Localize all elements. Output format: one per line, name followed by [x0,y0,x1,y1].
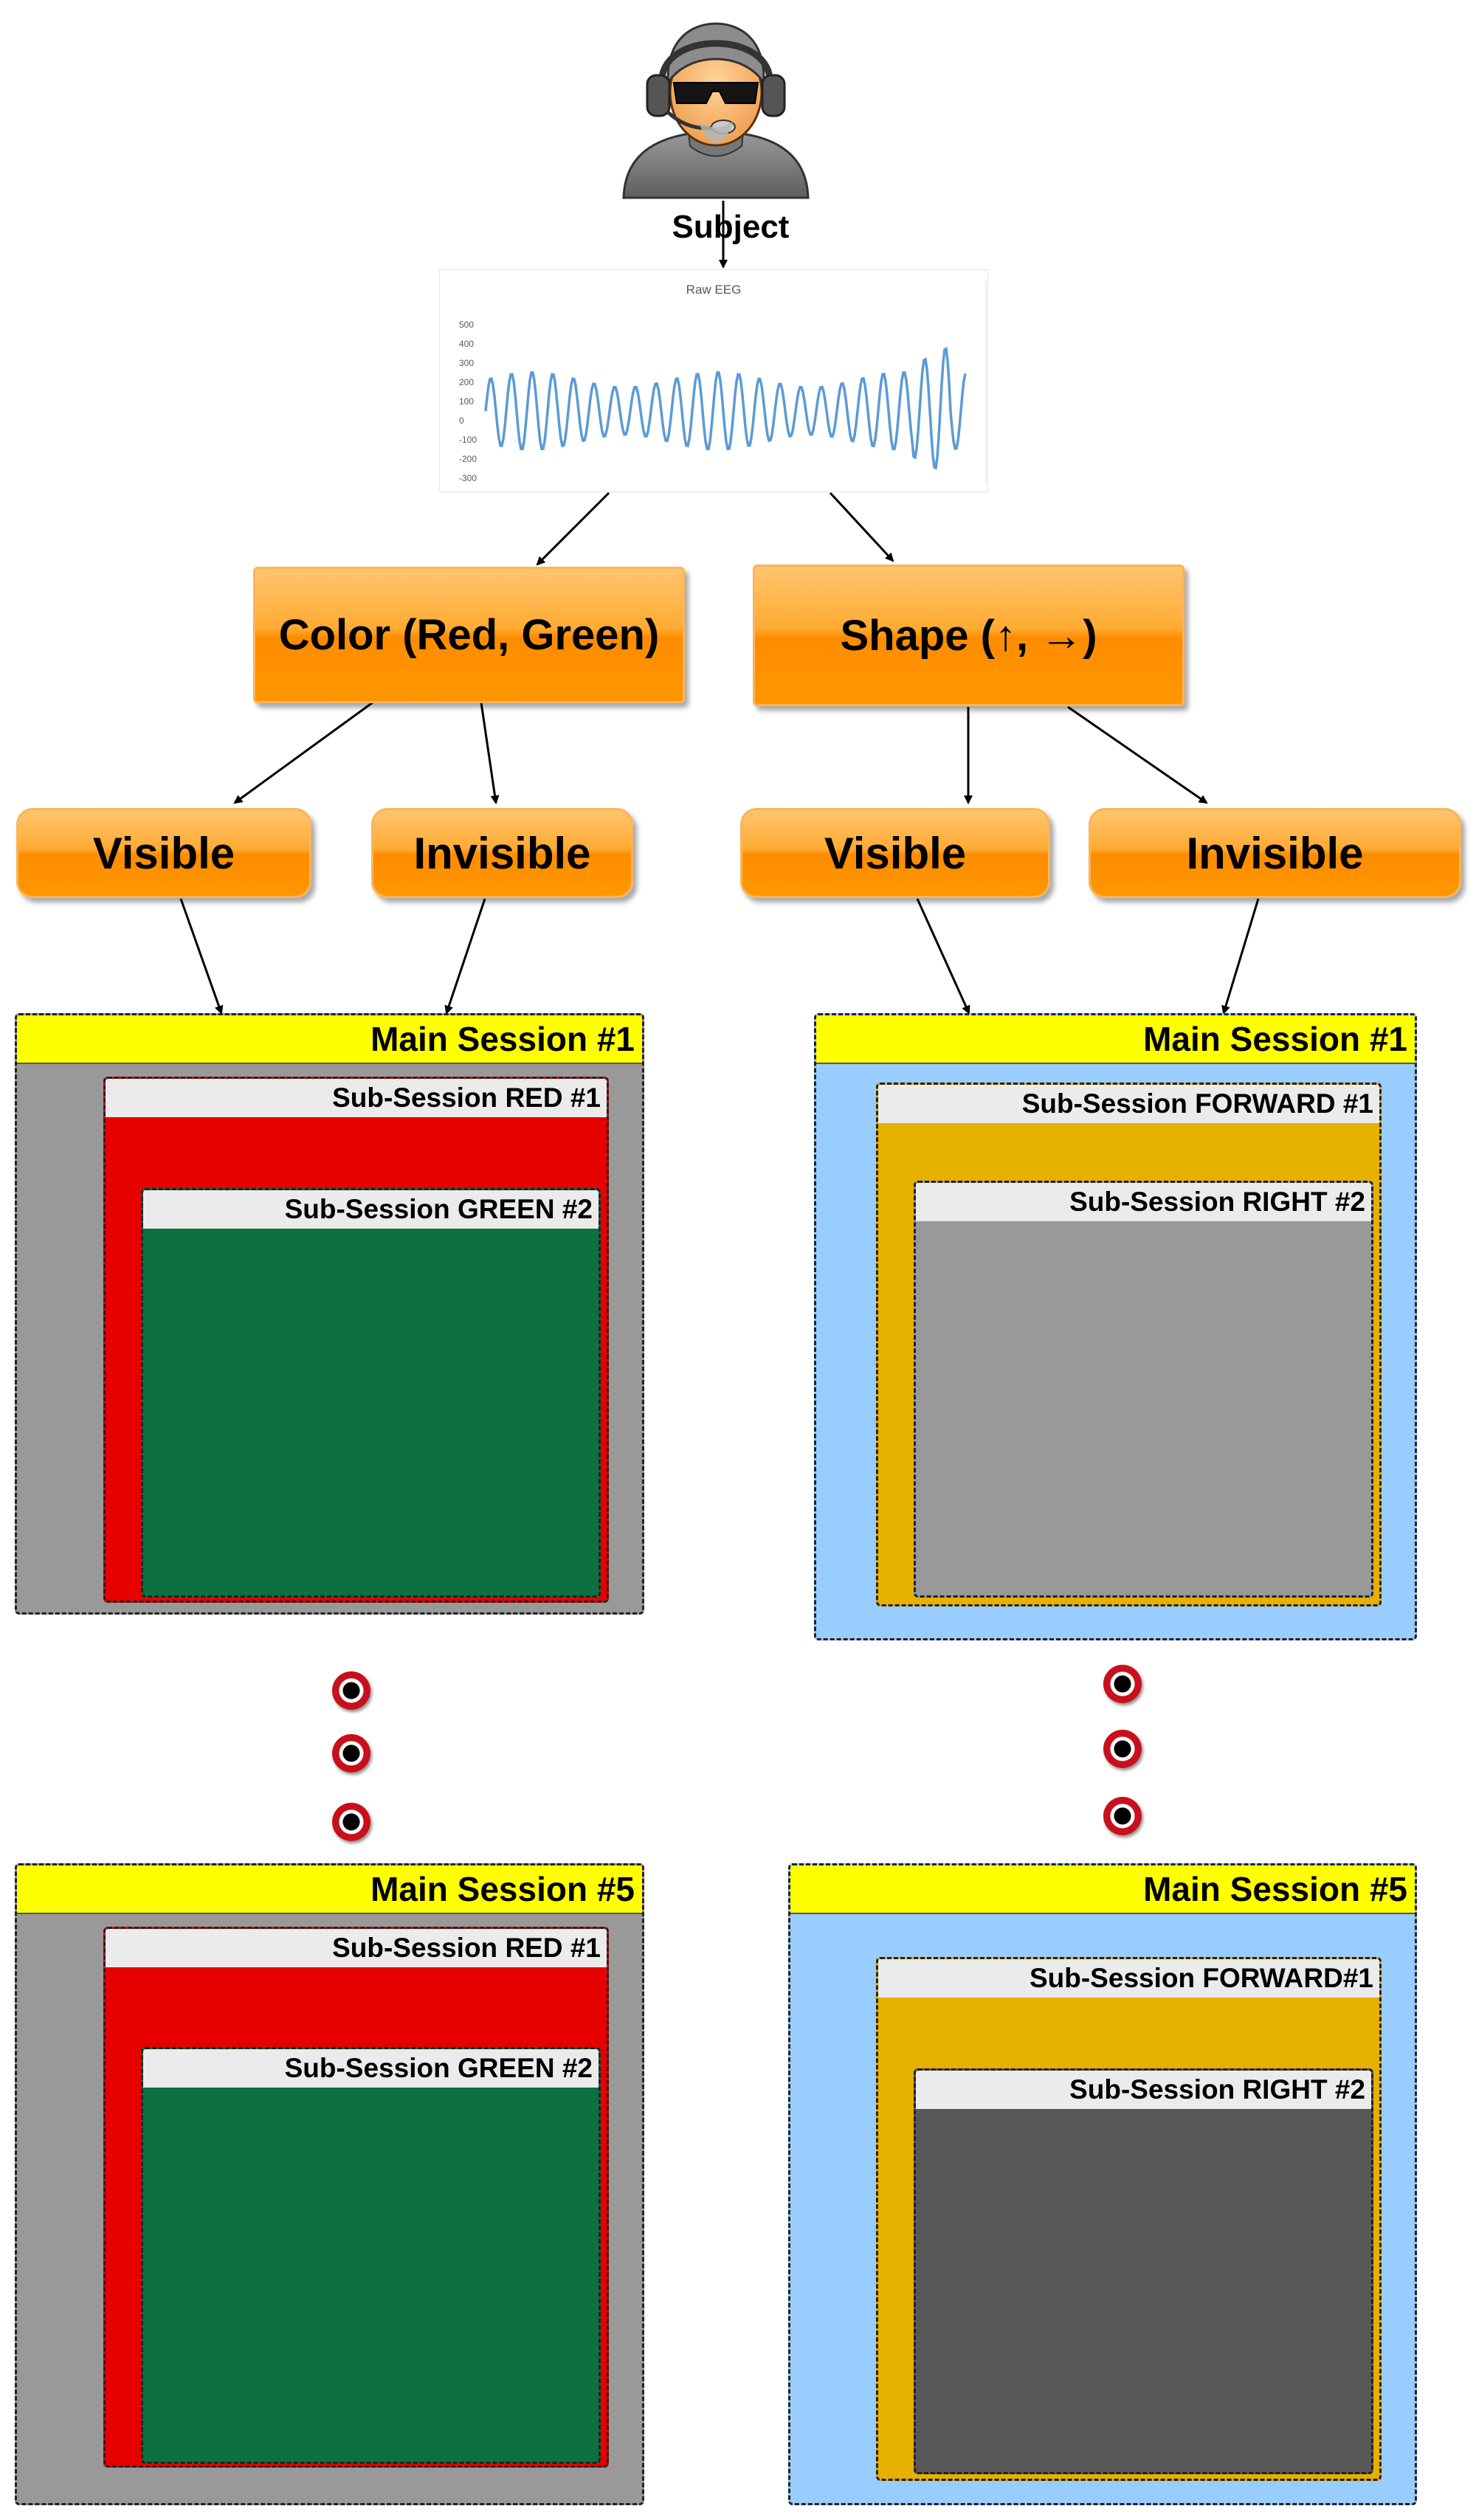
shape-category-label: Shape (↑, →) [840,611,1097,660]
arrow-shape-invisible [1067,705,1208,804]
sub-session-green-2: Sub-Session GREEN #2 [141,1188,601,1598]
raw-eeg-chart: Raw EEG 500 400 300 200 100 0 -100 -200 -300 [439,269,988,492]
arrow-shape-invisible-session [1221,898,1260,1015]
shape-main-session-1: Main Session #1 Sub-Session FORWARD #1 S… [814,1013,1417,1640]
sub-session-red-1: Sub-Session RED #1 Sub-Session GREEN #2 [103,1077,609,1603]
sub-session-green-2: Sub-Session GREEN #2 [141,2047,601,2464]
arrow-color-visible-session [179,898,224,1015]
color-category-box: Color (Red, Green) [253,567,685,703]
sub-session-title: Sub-Session FORWARD #1 [878,1085,1379,1123]
main-session-title: Main Session #5 [790,1865,1415,1914]
arrow-color-invisible [480,702,500,804]
eeg-chart-title: Raw EEG [686,283,742,297]
sub-session-right-2: Sub-Session RIGHT #2 [914,1181,1373,1598]
ellipsis-dot-icon [1103,1797,1142,1835]
color-category-label: Color (Red, Green) [278,611,660,659]
headset-person-icon [622,22,810,199]
sub-session-title: Sub-Session RED #1 [106,1079,607,1117]
arrow-color-visible [233,701,373,804]
sub-session-right-2: Sub-Session RIGHT #2 [914,2068,1373,2474]
sub-session-title: Sub-Session FORWARD#1 [878,1959,1379,1998]
sub-session-title: Sub-Session RIGHT #2 [916,2071,1371,2109]
ellipsis-dot-icon [1103,1730,1142,1768]
arrow-eeg-color [536,491,610,566]
sub-session-title: Sub-Session RED #1 [106,1929,607,1967]
eeg-y-tick-label: 100 [459,396,474,407]
color-visible-label: Visible [92,828,235,878]
eeg-y-tick-label: 500 [459,320,474,330]
arrow-shape-visible-session [916,898,970,1015]
color-main-session-1: Main Session #1 Sub-Session RED #1 Sub-S… [15,1013,644,1615]
eeg-y-tick-label: -100 [459,435,477,445]
color-invisible-box: Invisible [371,808,633,898]
eeg-y-tick-label: 200 [459,377,474,387]
ellipsis-dot-icon [1103,1665,1142,1703]
eeg-y-tick-label: 300 [459,358,474,368]
eeg-y-tick-label: -200 [459,454,477,464]
ellipsis-dot-icon [332,1803,370,1841]
main-session-title: Main Session #1 [17,1015,642,1064]
ellipsis-dot-icon [332,1734,370,1772]
sub-session-title: Sub-Session GREEN #2 [143,2049,599,2088]
color-invisible-label: Invisible [413,828,591,878]
sub-session-red-1: Sub-Session RED #1 Sub-Session GREEN #2 [103,1927,609,2468]
ellipsis-dot-icon [332,1671,370,1710]
color-visible-box: Visible [16,808,311,898]
arrow-color-invisible-session [444,898,486,1015]
eeg-signal-line [484,347,967,470]
color-main-session-5: Main Session #5 Sub-Session RED #1 Sub-S… [15,1863,644,2505]
arrow-eeg-shape [829,491,894,562]
shape-visible-box: Visible [740,808,1050,898]
eeg-y-tick-label: 0 [459,415,464,426]
sub-session-forward-1: Sub-Session FORWARD#1 Sub-Session RIGHT … [876,1957,1382,2481]
eeg-y-tick-label: 400 [459,339,474,349]
shape-invisible-box: Invisible [1089,808,1461,898]
main-session-title: Main Session #1 [816,1015,1415,1064]
eeg-y-tick-label: -300 [459,473,477,483]
shape-invisible-label: Invisible [1186,828,1364,878]
main-session-title: Main Session #5 [17,1865,642,1914]
sub-session-title: Sub-Session RIGHT #2 [916,1183,1371,1221]
subject-label: Subject [672,209,790,245]
shape-main-session-5: Main Session #5 Sub-Session FORWARD#1 Su… [788,1863,1417,2505]
sub-session-title: Sub-Session GREEN #2 [143,1190,599,1229]
shape-visible-label: Visible [824,828,967,878]
sub-session-forward-1: Sub-Session FORWARD #1 Sub-Session RIGHT… [876,1083,1382,1606]
shape-category-box: Shape (↑, →) [753,565,1184,706]
